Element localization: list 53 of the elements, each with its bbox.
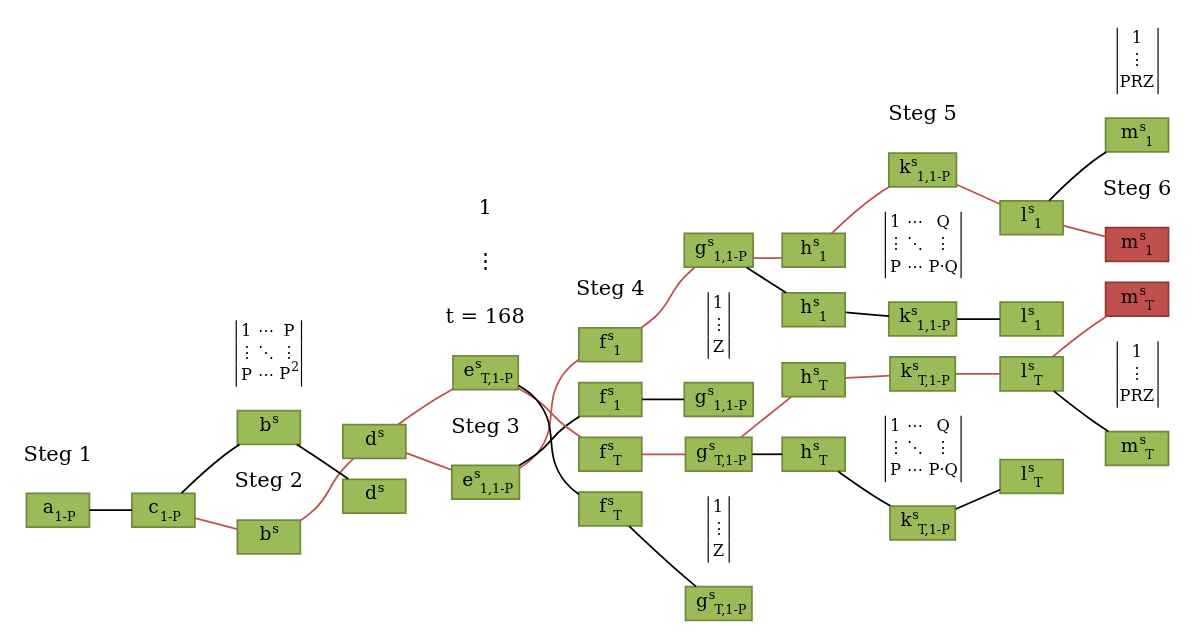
label: Steg 1 xyxy=(23,441,93,466)
connector xyxy=(1051,315,1108,358)
connector xyxy=(640,266,696,329)
connector xyxy=(837,470,892,507)
node-box: b$^{s}$ xyxy=(236,519,302,555)
label: Steg 6 xyxy=(1102,175,1172,200)
connector xyxy=(956,183,1001,205)
label: ⋮ xyxy=(475,249,497,274)
label: 1 xyxy=(478,194,492,219)
label: 1 ⋯ Q ⋮ ⋱ ⋮ P ⋯ P·Q xyxy=(887,416,958,480)
label: t = 168 xyxy=(445,304,525,329)
connector xyxy=(954,373,1001,375)
connector xyxy=(641,398,685,401)
connector xyxy=(299,457,355,522)
connector xyxy=(180,443,241,494)
connector xyxy=(518,415,581,467)
connector xyxy=(397,388,454,426)
node-box: a$_{1-P}$ xyxy=(25,492,91,528)
node-box: c$_{1-P}$ xyxy=(131,492,196,528)
connector xyxy=(194,517,239,530)
connector xyxy=(517,387,582,439)
connector xyxy=(1052,390,1110,433)
label: 1 ⋮ PRZ xyxy=(1119,28,1155,92)
label: 1 ⋯ P ⋮ ⋱ ⋮ P ⋯ P$^{2}$ xyxy=(238,320,300,384)
connector xyxy=(518,358,580,469)
connector xyxy=(844,311,890,318)
connector xyxy=(830,186,891,235)
connector xyxy=(88,509,133,512)
node-box: d$^{s}$ xyxy=(342,478,407,514)
node-box: b$^{s}$ xyxy=(236,409,302,446)
connector xyxy=(844,374,891,379)
connector xyxy=(751,453,783,456)
node-box: d$^{s}$ xyxy=(342,423,407,460)
connector xyxy=(1062,224,1107,238)
connector xyxy=(628,525,697,588)
connector xyxy=(745,266,787,294)
label: 1 ⋮ Z xyxy=(710,496,727,560)
connector xyxy=(752,256,784,260)
label: Steg 2 xyxy=(234,468,304,493)
connector xyxy=(296,443,350,480)
label: 1 ⋮ PRZ xyxy=(1119,341,1155,405)
label: 1 ⋯ Q ⋮ ⋱ ⋮ P ⋯ P·Q xyxy=(887,212,958,276)
connector xyxy=(954,488,1001,510)
label: 1 ⋮ Z xyxy=(710,292,727,356)
label: Steg 4 xyxy=(575,276,645,301)
connector xyxy=(740,395,793,439)
connector xyxy=(956,318,1001,320)
label: Steg 3 xyxy=(451,413,520,438)
connector xyxy=(641,453,687,456)
connector xyxy=(1048,151,1108,202)
connector xyxy=(517,384,580,496)
label: Steg 5 xyxy=(888,101,957,126)
connector xyxy=(404,451,453,471)
